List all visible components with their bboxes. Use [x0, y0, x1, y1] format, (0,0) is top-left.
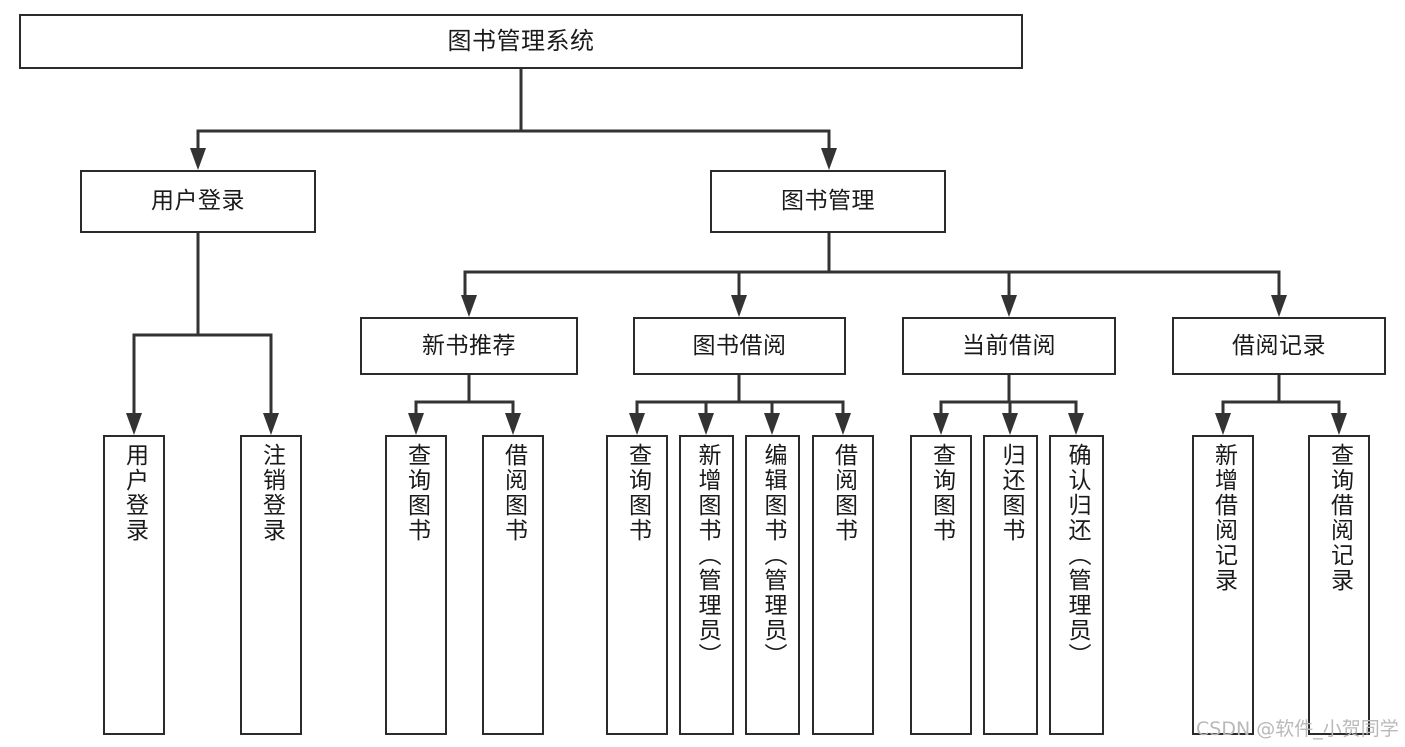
node-label: 借阅记录 — [1232, 332, 1326, 359]
arrowhead-5 — [1271, 295, 1287, 317]
node-label: 注销登录 — [258, 443, 285, 543]
node-leaf-edit-book[interactable]: 编辑图书（管理员） — [745, 435, 800, 735]
node-label: 确认归还（管理员） — [1064, 443, 1091, 668]
arrowhead-18 — [1331, 413, 1347, 435]
node-label: 新书推荐 — [422, 332, 516, 359]
arrowhead-1 — [821, 148, 837, 170]
node-label: 当前借阅 — [962, 332, 1056, 359]
arrowhead-10 — [629, 413, 645, 435]
node-label: 用户登录 — [151, 188, 245, 215]
node-book-manage[interactable]: 图书管理 — [710, 170, 946, 233]
node-leaf-query-3[interactable]: 查询图书 — [910, 435, 972, 735]
node-leaf-logout[interactable]: 注销登录 — [240, 435, 302, 735]
node-label: 图书借阅 — [692, 332, 787, 359]
arrowhead-2 — [461, 295, 477, 317]
arrowhead-8 — [408, 413, 424, 435]
arrowhead-11 — [698, 413, 714, 435]
node-label: 借阅图书 — [500, 443, 527, 543]
node-leaf-add-book[interactable]: 新增图书（管理员） — [679, 435, 734, 735]
node-leaf-borrow-1[interactable]: 借阅图书 — [482, 435, 544, 735]
arrowhead-14 — [933, 413, 949, 435]
node-label: 归还图书 — [998, 443, 1025, 543]
arrowhead-7 — [263, 413, 279, 435]
node-borrow-record[interactable]: 借阅记录 — [1172, 317, 1386, 375]
arrowhead-12 — [764, 413, 780, 435]
node-root[interactable]: 图书管理系统 — [19, 14, 1023, 69]
node-label: 借阅图书 — [830, 443, 857, 543]
watermark: CSDN @软件_小贺同学 — [1196, 718, 1399, 740]
node-leaf-add-rec[interactable]: 新增借阅记录 — [1192, 435, 1254, 735]
node-leaf-user-login[interactable]: 用户登录 — [103, 435, 165, 735]
arrowhead-15 — [1002, 413, 1018, 435]
node-leaf-query-2[interactable]: 查询图书 — [606, 435, 668, 735]
node-leaf-return[interactable]: 归还图书 — [983, 435, 1038, 735]
node-label: 查询借阅记录 — [1326, 443, 1353, 593]
arrowhead-4 — [1001, 295, 1017, 317]
node-label: 图书管理 — [781, 188, 875, 215]
arrowhead-6 — [126, 413, 142, 435]
node-leaf-borrow-2[interactable]: 借阅图书 — [812, 435, 874, 735]
node-label: 编辑图书（管理员） — [760, 443, 787, 668]
node-label: 查询图书 — [403, 443, 430, 543]
node-label: 图书管理系统 — [447, 26, 595, 55]
node-user-login[interactable]: 用户登录 — [80, 170, 316, 233]
node-new-book-rec[interactable]: 新书推荐 — [360, 317, 578, 375]
node-label: 查询图书 — [624, 443, 651, 543]
node-label: 新增借阅记录 — [1210, 443, 1237, 593]
node-leaf-query-rec[interactable]: 查询借阅记录 — [1308, 435, 1370, 735]
node-label: 查询图书 — [928, 443, 955, 543]
node-leaf-confirm[interactable]: 确认归还（管理员） — [1049, 435, 1104, 735]
arrowhead-3 — [731, 295, 747, 317]
arrowhead-17 — [1215, 413, 1231, 435]
arrowhead-13 — [835, 413, 851, 435]
node-book-borrow[interactable]: 图书借阅 — [633, 317, 846, 375]
arrowhead-16 — [1068, 413, 1084, 435]
node-leaf-query-1[interactable]: 查询图书 — [385, 435, 447, 735]
arrowhead-9 — [505, 413, 521, 435]
node-label: 用户登录 — [121, 443, 148, 543]
arrowhead-0 — [190, 148, 206, 170]
node-current-borrow[interactable]: 当前借阅 — [902, 317, 1116, 375]
node-label: 新增图书（管理员） — [694, 443, 721, 668]
